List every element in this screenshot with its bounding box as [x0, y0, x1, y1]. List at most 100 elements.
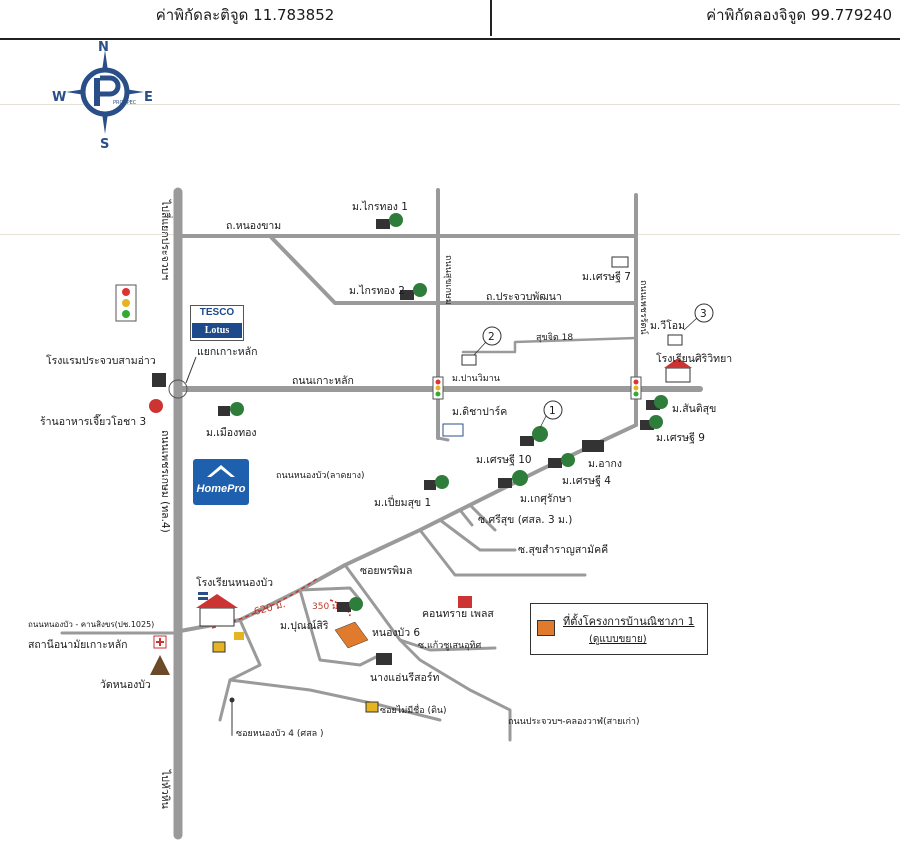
place-sriwittaya: โรงเรียนศิริวิทยา	[656, 352, 732, 365]
house-tree-icon	[520, 426, 548, 446]
place-setthi10: ม.เศรษฐี 10	[476, 453, 532, 466]
school-flag-icon	[196, 592, 238, 627]
tesco-lotus-logo: TESCO Lotus	[190, 305, 244, 341]
compass-s: S	[100, 137, 109, 152]
hotel-icon	[152, 373, 166, 387]
hospital-icon	[153, 635, 167, 649]
house-tree-icon	[442, 423, 464, 437]
coordinates-header: ค่าพิกัดละติจูด 11.783852 ค่าพิกัดลองจิจ…	[0, 0, 900, 40]
temple-icon	[150, 655, 170, 675]
legend-title: ที่ตั้งโครงการบ้านณิชาภา 1	[563, 615, 695, 628]
house-icon	[234, 632, 244, 640]
map-legend: ที่ตั้งโครงการบ้านณิชาภา 1 (ดูแบบขยาย)	[530, 603, 708, 655]
marker-2: 2	[482, 326, 502, 346]
house-icon	[212, 641, 226, 653]
place-condo: คอนทราย เพลส	[422, 608, 494, 620]
road-label-to-huahin: ไปหัวหิน	[159, 769, 172, 809]
house-icon	[365, 701, 379, 713]
place-santisuk: ม.สันติสุข	[672, 403, 716, 415]
place-kraithong2: ม.ไกรทอง 2	[349, 284, 405, 297]
house-tree-icon	[400, 283, 427, 300]
svg-text:3: 3	[700, 308, 707, 320]
house-tree-icon	[498, 470, 528, 488]
legend-subtitle: (ดูแบบขยาย)	[589, 634, 647, 645]
road-label-pornpimol: ซอยพรพิมล	[360, 565, 412, 577]
road-label-nongbua4: ซอยหนองบัว 4 (ศสล )	[236, 729, 324, 739]
road-label-suksamran: ซ.สุขสำราญสามัคคี	[518, 543, 608, 556]
road-label-srisuk: ซ.ศรีสุข (ศสล. 3 ม.)	[478, 513, 572, 526]
house-tree-icon	[667, 334, 683, 346]
road-label-maimisue: ซอยไม่มีชื่อ (ดิน)	[380, 703, 447, 716]
house-tree-icon	[376, 213, 403, 229]
place-kraithong1: ม.ไกรทอง 1	[352, 200, 408, 213]
place-kohlak-junction: แยกเกาะหลัก	[197, 346, 257, 358]
house-tree-icon	[646, 395, 668, 410]
building-icon	[458, 596, 472, 608]
place-wiyom: ม.วีโอม	[650, 319, 685, 332]
building-icon	[376, 653, 392, 665]
homepro-text: HomePro	[196, 483, 246, 495]
road-label-nongkham: ถ.หนองขาม	[226, 220, 281, 232]
place-puthawimarn: ม.ปานวิมาน	[452, 373, 500, 384]
restaurant-icon	[149, 399, 163, 413]
compass-n: N	[98, 40, 109, 55]
place-resort: นางแอ่นรีสอร์ท	[370, 671, 439, 684]
latitude-text: ค่าพิกัดละติจูด 11.783852	[0, 0, 492, 36]
place-hotel: โรงแรมประจวบสามอ่าว	[46, 354, 156, 367]
road-label-petchkasem: ถนนเพชรเกษม (ทล.4)	[159, 430, 171, 533]
place-punsiri: ม.ปุณณ์สิริ	[280, 619, 329, 632]
marker-1: 1	[543, 400, 563, 420]
road-label-kaew: ซ.แก้วชูเสนอุทิศ	[418, 640, 481, 651]
place-ditcha: ม.ดิชาปาร์ค	[452, 405, 507, 418]
village-icons	[149, 213, 692, 713]
road-label-to-prachuap: ไปสี่แยกประจวบฯ	[159, 199, 173, 280]
compass-w: W	[52, 90, 66, 105]
marker-3: 3	[694, 303, 714, 323]
house-tree-icon	[611, 256, 629, 268]
homepro-logo: HomePro	[193, 459, 249, 505]
house-tree-icon	[424, 475, 449, 490]
house-icon	[461, 354, 477, 366]
place-piamsuk1: ม.เปี่ยมสุข 1	[374, 495, 431, 509]
traffic-light-icon	[630, 376, 642, 400]
road-label-prachuappattana: ถ.ประจวบพัฒนา	[486, 291, 562, 303]
junction-circle	[168, 379, 188, 399]
scan-line	[0, 104, 900, 105]
distance-350: 350 ม.	[312, 602, 341, 612]
road-label-sukhumvit18: สุขจิต 18	[536, 332, 573, 343]
place-nongbua-school: โรงเรียนหนองบัว	[196, 576, 273, 589]
svg-text:1: 1	[549, 405, 556, 417]
traffic-light-icon	[432, 376, 444, 400]
place-kasetsuksa: ม.เกศุรักษา	[520, 493, 572, 505]
lotus-text: Lotus	[192, 323, 242, 338]
place-restaurant: ร้านอาหารเจี๊ยวโอชา 3	[40, 413, 146, 428]
place-mueangthong: ม.เมืองทอง	[206, 426, 257, 439]
tesco-text: TESCO	[199, 307, 235, 318]
longitude-text: ค่าพิกัดลองจิจูด 99.779240	[706, 6, 892, 24]
road-prachuappattana	[268, 234, 638, 305]
house-tree-icon	[337, 597, 363, 612]
traffic-light-icon	[115, 284, 137, 322]
road-label-prachuap-old: ถนนประจวบฯ-คลองวาฬ(สายเก่า)	[508, 716, 640, 727]
place-nongbua6: หนองบัว 6	[372, 627, 420, 639]
road-label-nongbua-road: ถนนหนองบัว - คานสิงขร(ปช.1025)	[28, 620, 154, 629]
place-setthi4: ม.เศรษฐี 4	[562, 474, 611, 487]
house-tree-icon	[218, 402, 244, 416]
compass-rose: N S E W PROSPEC	[52, 40, 153, 152]
compass-e: E	[144, 90, 153, 105]
svg-text:2: 2	[488, 331, 495, 343]
house-tree-icon	[582, 440, 604, 452]
project-site	[334, 621, 369, 649]
school-icon	[664, 358, 692, 383]
project-swatch	[537, 620, 555, 636]
road-label-x2: ถนนเพชรรัตน์	[638, 280, 650, 335]
logo-text: PROSPEC	[113, 100, 137, 106]
place-setthi7: ม.เศรษฐี 7	[582, 270, 631, 283]
place-temple: วัดหนองบัว	[100, 679, 151, 691]
road-label-kohlak: ถนนเกาะหลัก	[292, 375, 354, 387]
house-tree-icon	[640, 415, 663, 430]
house-tree-icon	[548, 453, 575, 468]
road-label-x1: ถนนสุขเกษม	[443, 255, 453, 305]
place-akong: ม.อากง	[588, 458, 622, 470]
